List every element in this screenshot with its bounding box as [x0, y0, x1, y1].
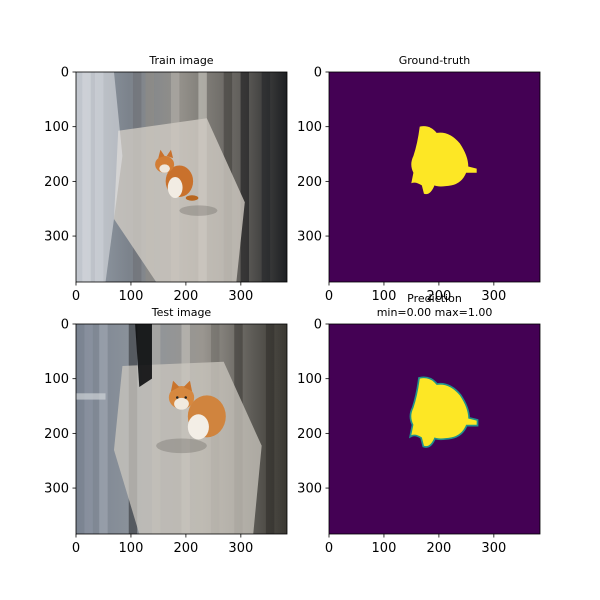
- test-image-photo: [76, 324, 287, 534]
- x-tick-label: 100: [372, 541, 397, 556]
- y-tick-label: 200: [44, 175, 69, 190]
- panel-ground-truth: 0 100 200 300 0 100 200 300 Ground-truth: [297, 54, 541, 304]
- panel-train-image: 0 100 200 300 0 100 200 300 Train image: [44, 54, 288, 304]
- y-tick-label: 100: [44, 372, 69, 387]
- x-tick-label: 300: [481, 541, 506, 556]
- x-tick-label: 200: [173, 541, 198, 556]
- y-tick-label: 200: [297, 175, 322, 190]
- y-tick-label: 100: [297, 120, 322, 135]
- y-tick-label: 300: [297, 482, 322, 497]
- panel-title: Train image: [148, 54, 213, 67]
- panel-title: Ground-truth: [399, 54, 471, 67]
- x-tick-label: 200: [426, 541, 451, 556]
- panel-title: Prediction: [407, 292, 462, 305]
- x-tick-label: 0: [72, 289, 80, 304]
- axes-frame: [328, 323, 541, 535]
- x-tick-label: 0: [325, 541, 333, 556]
- y-tick-label: 200: [297, 427, 322, 442]
- ground-truth-heatmap: [329, 72, 540, 282]
- x-tick-label: 100: [372, 289, 397, 304]
- y-tick-label: 100: [297, 372, 322, 387]
- x-tick-label: 200: [173, 289, 198, 304]
- train-image-photo: [76, 72, 287, 282]
- x-tick-label: 300: [228, 541, 253, 556]
- x-tick-label: 0: [325, 289, 333, 304]
- x-tick-label: 0: [72, 541, 80, 556]
- x-tick-label: 300: [481, 289, 506, 304]
- y-tick-label: 0: [314, 66, 322, 81]
- y-tick-label: 300: [44, 230, 69, 245]
- cat-mask: [411, 126, 477, 195]
- y-tick-label: 100: [44, 120, 69, 135]
- panel-subtitle: min=0.00 max=1.00: [377, 306, 493, 319]
- y-tick-label: 200: [44, 427, 69, 442]
- y-tick-label: 0: [314, 318, 322, 333]
- cat-mask: [411, 378, 477, 447]
- axes-frame: [328, 71, 541, 283]
- panel-test-image: 0 100 200 300 0 100 200 300 Test image: [44, 306, 288, 556]
- x-tick-label: 300: [228, 289, 253, 304]
- y-tick-label: 0: [61, 66, 69, 81]
- y-tick-label: 300: [297, 230, 322, 245]
- y-tick-label: 300: [44, 482, 69, 497]
- prediction-heatmap: [329, 324, 540, 534]
- axes-frame: [75, 323, 288, 535]
- x-tick-label: 200: [426, 289, 451, 304]
- x-tick-label: 100: [119, 289, 144, 304]
- y-tick-label: 0: [61, 318, 69, 333]
- panel-title: Test image: [151, 306, 212, 319]
- axes-frame: [75, 71, 288, 283]
- x-tick-label: 100: [119, 541, 144, 556]
